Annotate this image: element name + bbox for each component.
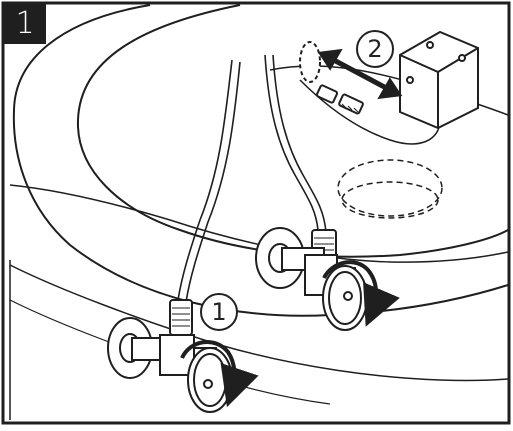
- junction-box-icon: [400, 32, 478, 128]
- callout-valve: 1: [200, 293, 238, 331]
- callout-connector: 2: [356, 30, 394, 68]
- step-number-badge: 1: [4, 4, 46, 44]
- drain-cap-icon: [338, 160, 442, 218]
